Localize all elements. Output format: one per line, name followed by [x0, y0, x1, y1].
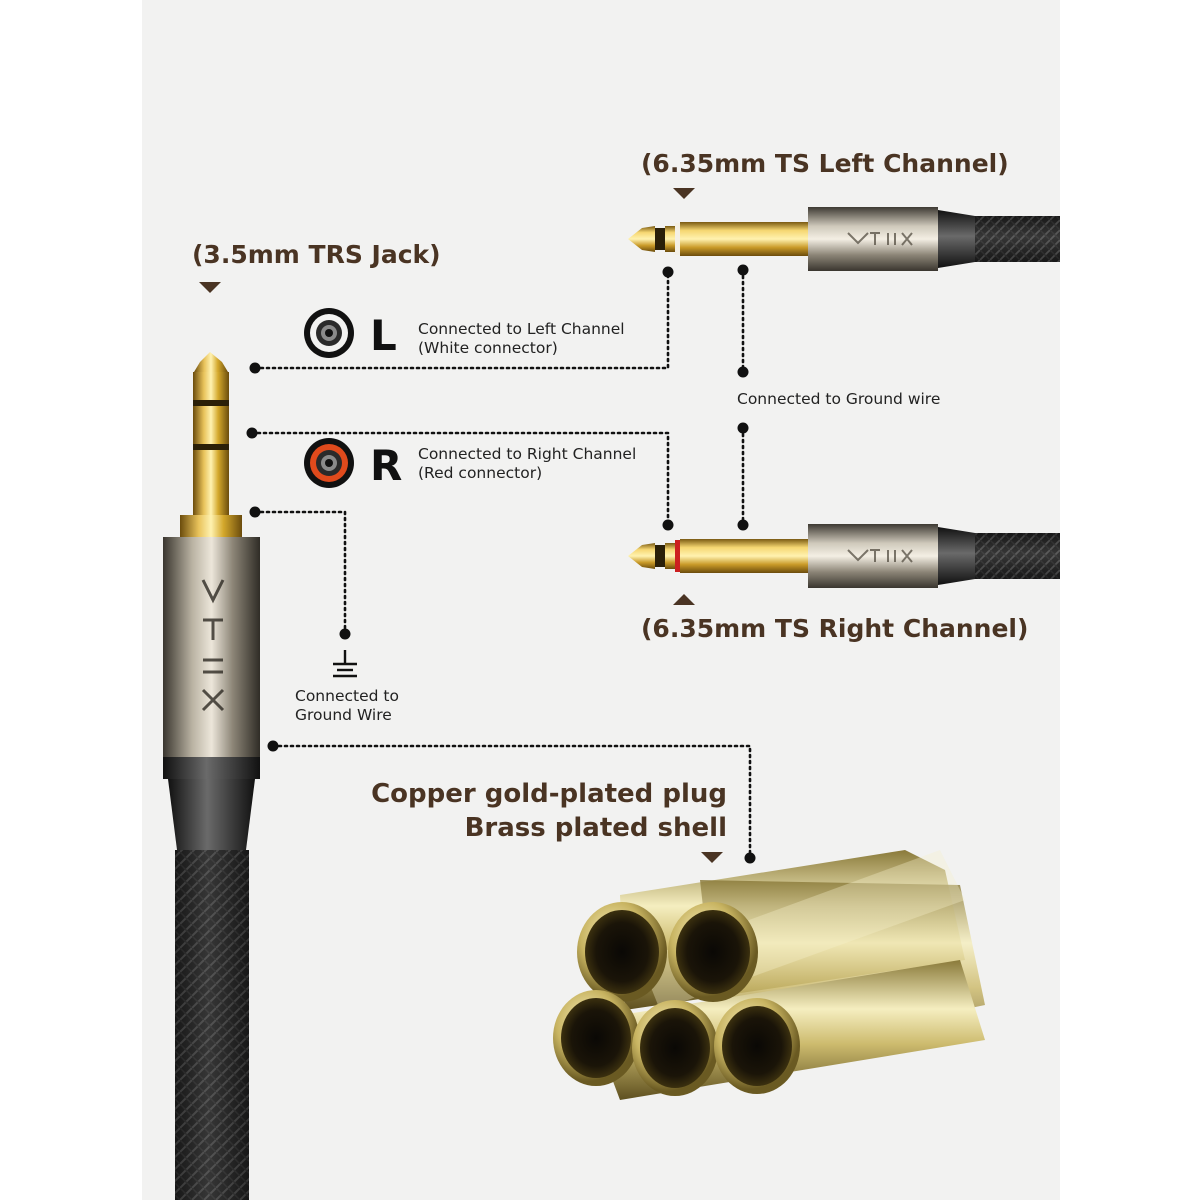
right-desc-line1: Connected to Right Channel: [418, 445, 637, 463]
trs-jack-plug: [163, 352, 260, 1200]
right-desc-line2: (Red connector): [418, 464, 543, 482]
ts-right-label: (6.35mm TS Right Channel): [641, 614, 1029, 643]
material-line2: Brass plated shell: [464, 813, 727, 843]
ts-left-plug: [628, 207, 1060, 271]
brass-tubes-image: [553, 850, 985, 1100]
left-channel-description: Connected to Left Channel (White connect…: [418, 320, 625, 358]
ground-wire-note: Connected to Ground wire: [737, 390, 941, 408]
wiring-lines: [250, 268, 752, 860]
ts-left-label: (6.35mm TS Left Channel): [641, 149, 1009, 178]
ground-wire-description: Connected to Ground Wire: [295, 687, 399, 725]
ground-symbol-icon: [333, 650, 357, 678]
left-desc-line1: Connected to Left Channel: [418, 320, 625, 338]
right-channel-letter: R: [370, 441, 403, 490]
material-description: Copper gold-plated plug Brass plated she…: [371, 777, 727, 845]
left-channel-letter: L: [370, 311, 397, 360]
red-rca-connector-icon: [304, 438, 354, 488]
pointer-arrows: [199, 188, 723, 863]
ground-desc-line1: Connected to: [295, 687, 399, 705]
wiring-dots: [246, 264, 756, 864]
ground-desc-line2: Ground Wire: [295, 706, 392, 724]
material-line1: Copper gold-plated plug: [371, 779, 727, 809]
trs-jack-label: (3.5mm TRS Jack): [192, 240, 441, 269]
left-desc-line2: (White connector): [418, 339, 558, 357]
right-channel-description: Connected to Right Channel (Red connecto…: [418, 445, 636, 483]
ts-right-plug: [628, 524, 1060, 588]
white-rca-connector-icon: [304, 308, 354, 358]
